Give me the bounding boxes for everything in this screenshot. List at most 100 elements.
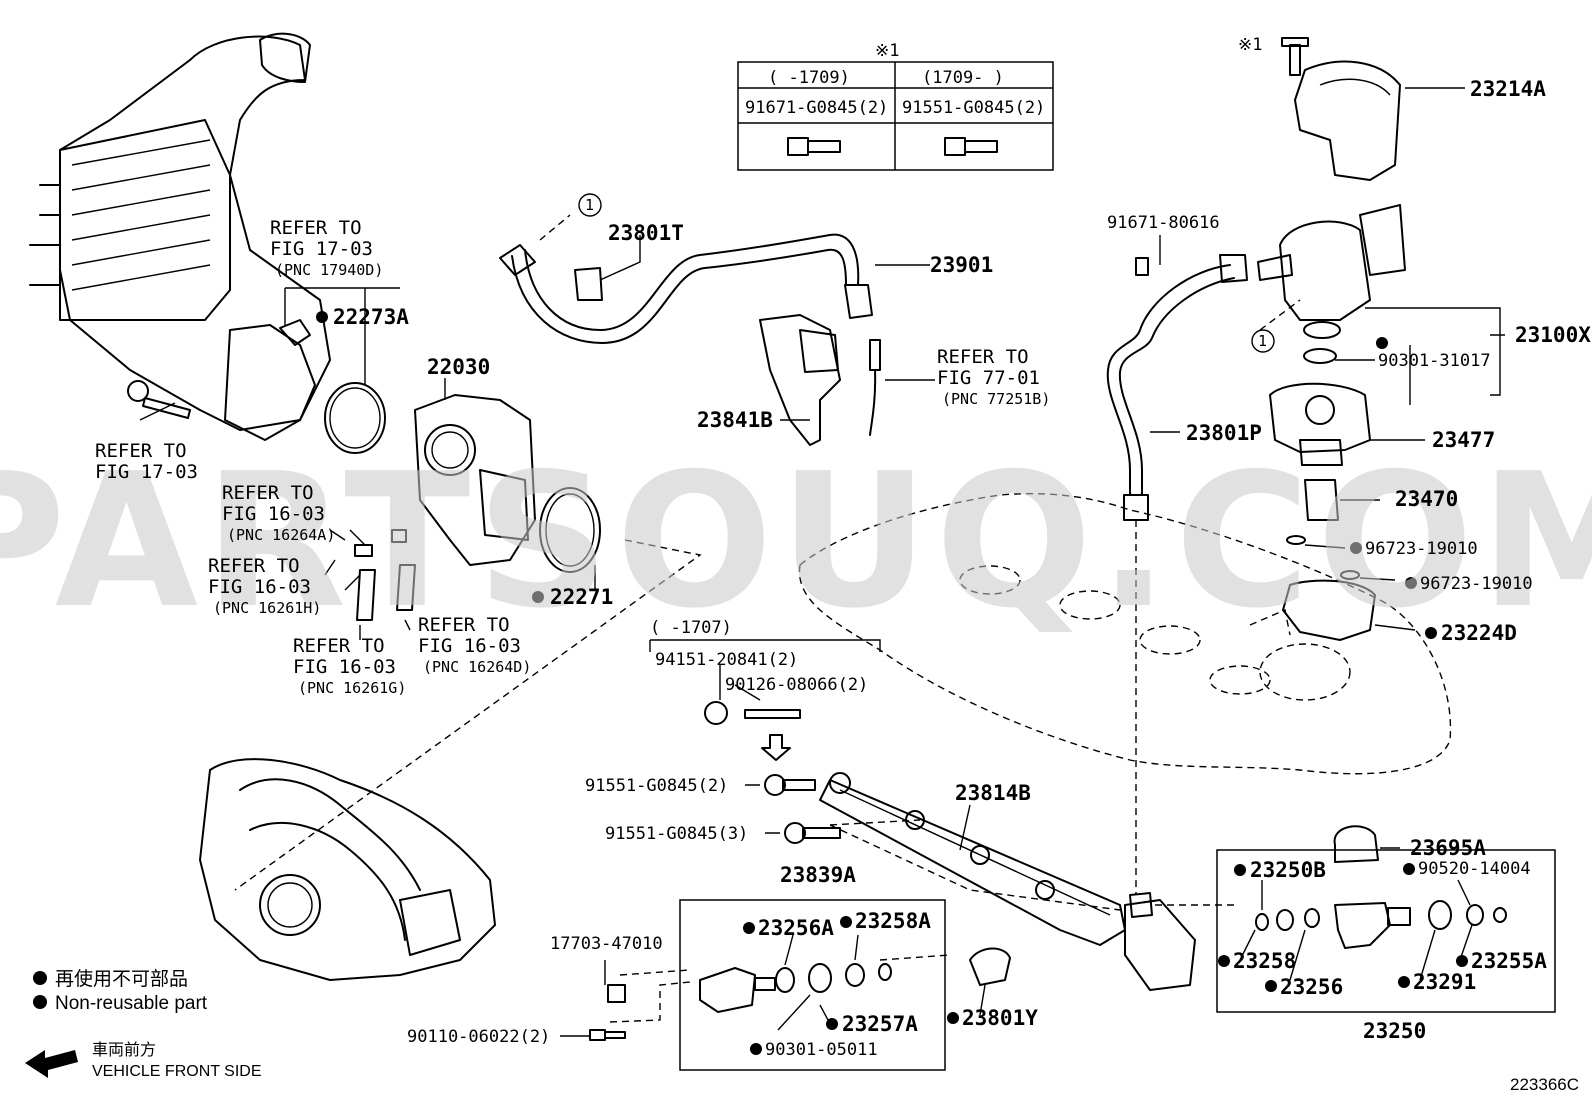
label-range-1707: ( -1707) <box>650 618 732 638</box>
legend-front-jp: 車両前方 <box>92 1041 156 1059</box>
label-23214a: 23214A <box>1470 77 1546 101</box>
legend-non-reusable-en: Non-reusable part <box>55 993 208 1014</box>
note-mark: ※1 <box>875 41 899 61</box>
note-col2-range: (1709- ) <box>922 68 1004 88</box>
injector-23250-drawing <box>1255 900 1507 949</box>
fuel-pipe-23801p-drawing <box>1106 254 1248 521</box>
label-91551-g0845-3: 91551-G0845(3) <box>605 824 748 844</box>
clamp-23695a-drawing <box>1333 825 1379 863</box>
sensor-group-box <box>679 899 946 1071</box>
label-90301-05011: 90301-05011 <box>765 1040 878 1060</box>
ref-16264a-line2: FIG 16-03 <box>222 503 325 525</box>
ref-17940d-line1: REFER TO <box>270 217 362 239</box>
ref-16264a-line3: (PNC 16264A) <box>227 526 335 544</box>
ref-16261h-line1: REFER TO <box>208 555 300 577</box>
label-23839a: 23839A <box>780 863 856 887</box>
watermark-text: PARTSOUQ.COM <box>0 433 1592 649</box>
part-23477-drawing <box>1269 382 1371 466</box>
ref-16264a-line1: REFER TO <box>222 482 314 504</box>
intercooler-drawing <box>29 32 331 441</box>
label-23477: 23477 <box>1432 428 1495 452</box>
ref-17940d-line2: FIG 17-03 <box>270 238 373 260</box>
label-23901: 23901 <box>930 253 993 277</box>
label-23256: 23256 <box>1280 975 1343 999</box>
ref-16261g-line1: REFER TO <box>293 635 385 657</box>
lifter-23470-drawing <box>1304 479 1339 521</box>
label-23258a: 23258A <box>855 909 931 933</box>
ref-77251b-line3: (PNC 77251B) <box>942 390 1050 408</box>
non-reusable-dots <box>33 311 1468 1055</box>
part-23801y-drawing <box>969 947 1011 986</box>
note-col2-part: 91551-G0845(2) <box>902 98 1045 118</box>
label-23100x: 23100X <box>1515 323 1591 347</box>
cylinder-head-cover-drawing <box>798 492 1452 775</box>
label-23291: 23291 <box>1413 970 1476 994</box>
label-23801y: 23801Y <box>962 1006 1038 1030</box>
intake-manifold-drawing <box>199 758 496 981</box>
label-23801t: 23801T <box>608 221 684 245</box>
note-col1-part: 91671-G0845(2) <box>745 98 888 118</box>
vacuum-hoses-drawing <box>354 529 416 621</box>
ref-16264d-line2: FIG 16-03 <box>418 635 521 657</box>
reference-circle-1-b <box>1251 329 1275 353</box>
label-23255a: 23255A <box>1471 949 1547 973</box>
ref-16264d-line3: (PNC 16264D) <box>423 658 531 676</box>
bolts-rail-drawing <box>704 701 841 844</box>
figure-code: 223366C <box>1510 1075 1579 1094</box>
leader-lines <box>139 87 1505 1037</box>
label-23814b: 23814B <box>955 781 1031 805</box>
label-23695a: 23695A <box>1410 836 1486 860</box>
label-90126-08066: 90126-08066(2) <box>725 675 868 695</box>
ref-16261g-line3: (PNC 16261G) <box>298 679 406 697</box>
label-23224d: 23224D <box>1441 621 1517 645</box>
label-23801p: 23801P <box>1186 421 1262 445</box>
label-22271: 22271 <box>550 585 613 609</box>
ref-17940d-line3: (PNC 17940D) <box>275 261 383 279</box>
label-22273a: 22273A <box>333 305 409 329</box>
label-mark1-bolt: ※1 <box>1238 35 1262 55</box>
label-96723-19010-b: 96723-19010 <box>1420 574 1533 594</box>
label-90301-31017: 90301-31017 <box>1378 351 1491 371</box>
injector-group-box <box>1216 849 1556 1013</box>
ref-17-03-line1: REFER TO <box>95 440 187 462</box>
fuel-tube-23901-drawing <box>499 233 873 344</box>
fuel-pump-23100x-drawing <box>1257 204 1406 339</box>
reference-circle-1-a-label: 1 <box>585 196 594 214</box>
ref-16261h-line3: (PNC 16261H) <box>213 599 321 617</box>
label-23258: 23258 <box>1233 949 1296 973</box>
bolt-left-drawing <box>127 380 191 419</box>
label-17703-47010: 17703-47010 <box>550 934 663 954</box>
o-ring-96723-a-drawing <box>1286 535 1306 545</box>
ref-77251b-line2: FIG 77-01 <box>937 367 1040 389</box>
label-94151-20841: 94151-20841(2) <box>655 650 798 670</box>
bracket-23841b-drawing <box>759 314 881 446</box>
label-91671-80616: 91671-80616 <box>1107 213 1220 233</box>
throttle-body-drawing <box>414 394 536 566</box>
label-22030: 22030 <box>427 355 490 379</box>
ref-16264d-line1: REFER TO <box>418 614 510 636</box>
label-23256a: 23256A <box>758 916 834 940</box>
reference-circle-1-b-label: 1 <box>1258 332 1267 350</box>
gasket-22273a-drawing <box>324 382 386 454</box>
label-91551-g0845-2: 91551-G0845(2) <box>585 776 728 796</box>
vehicle-front-arrow <box>25 1050 78 1078</box>
fuel-rail-23814b-drawing <box>819 772 1196 991</box>
ref-16261h-line2: FIG 16-03 <box>208 576 311 598</box>
note-col1-range: ( -1709) <box>768 68 850 88</box>
gasket-23224d-drawing <box>1282 579 1376 641</box>
bracket-23214a-drawing <box>1281 37 1401 181</box>
o-ring-96723-b-drawing <box>1340 570 1360 580</box>
label-23470: 23470 <box>1395 487 1458 511</box>
label-23250b: 23250B <box>1250 858 1326 882</box>
legend-non-reusable-jp: 再使用不可部品 <box>55 968 188 990</box>
legend-front-en: VEHICLE FRONT SIDE <box>92 1063 262 1080</box>
gasket-22271-drawing <box>539 487 601 573</box>
reference-circle-1-a <box>578 193 602 217</box>
label-23841b: 23841B <box>697 408 773 432</box>
o-ring-90301-31017-drawing <box>1303 348 1337 364</box>
ref-77251b-line1: REFER TO <box>937 346 1029 368</box>
label-90110-06022: 90110-06022(2) <box>407 1027 550 1047</box>
sensor-23839a-drawing <box>589 963 892 1041</box>
